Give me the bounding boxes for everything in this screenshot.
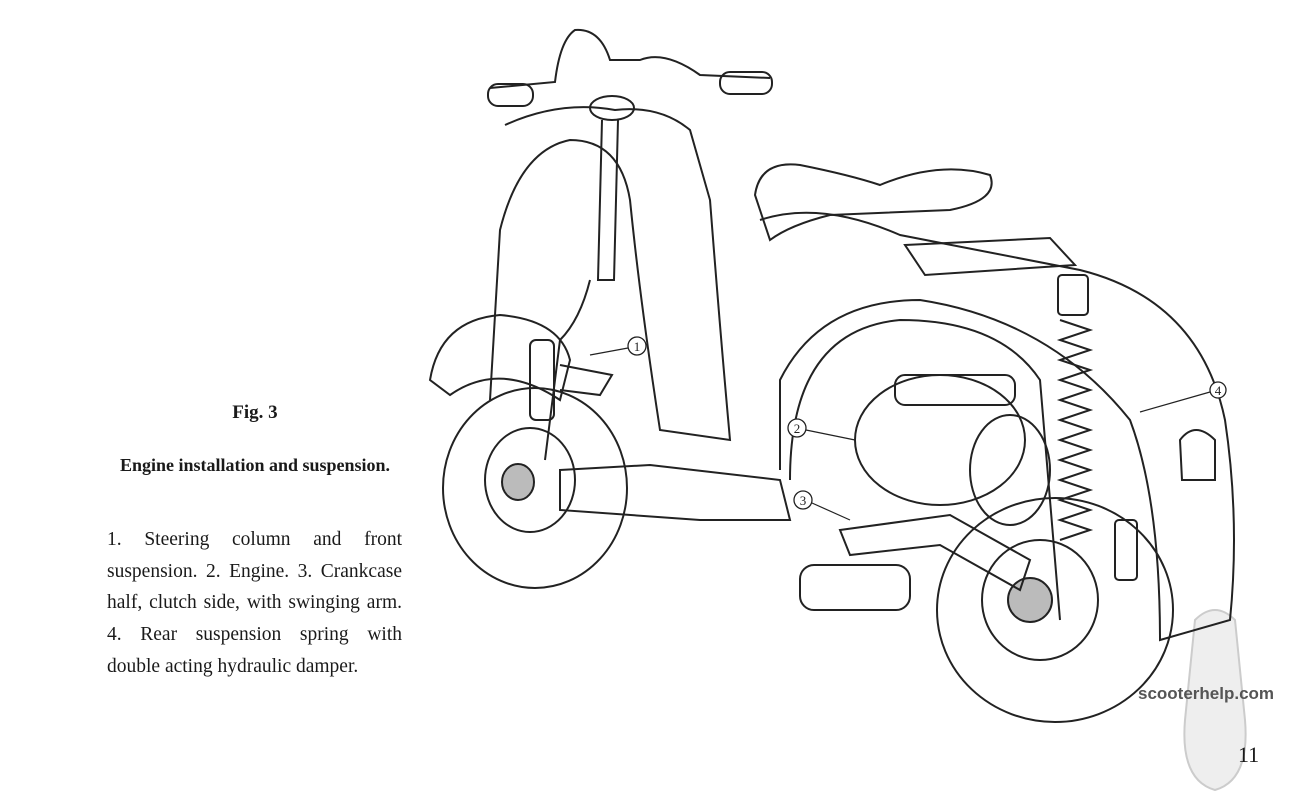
front-mudguard xyxy=(428,313,572,402)
exhaust xyxy=(799,564,911,611)
watermark-scooter-logo xyxy=(1183,609,1247,792)
legshield xyxy=(489,106,732,442)
watermark: scooterhelp.com xyxy=(1138,684,1275,703)
steering-column xyxy=(529,119,619,461)
handlebar xyxy=(487,28,773,121)
callout-2: 2 xyxy=(794,421,801,436)
figure-label: Fig. 3 xyxy=(232,402,278,423)
rear-shock xyxy=(1056,274,1138,581)
engine-cowl xyxy=(789,318,1061,621)
callout-circles xyxy=(627,336,1227,510)
callout-3: 3 xyxy=(800,493,807,508)
callout-4: 4 xyxy=(1215,383,1222,398)
callout-leaders xyxy=(589,347,1211,521)
floorboard xyxy=(559,463,792,521)
figure-title: Engine installation and suspension. xyxy=(119,455,391,475)
page-number: 11 xyxy=(1238,742,1260,767)
rear-body xyxy=(759,211,1235,642)
swinging-arm xyxy=(838,513,1032,592)
luggage-rack xyxy=(903,236,1078,277)
front-wheel xyxy=(442,387,628,589)
seat xyxy=(753,163,993,242)
callout-1: 1 xyxy=(634,339,641,354)
figure-caption: 1. Steering column and front suspension.… xyxy=(107,529,402,677)
taillight xyxy=(1178,429,1216,481)
